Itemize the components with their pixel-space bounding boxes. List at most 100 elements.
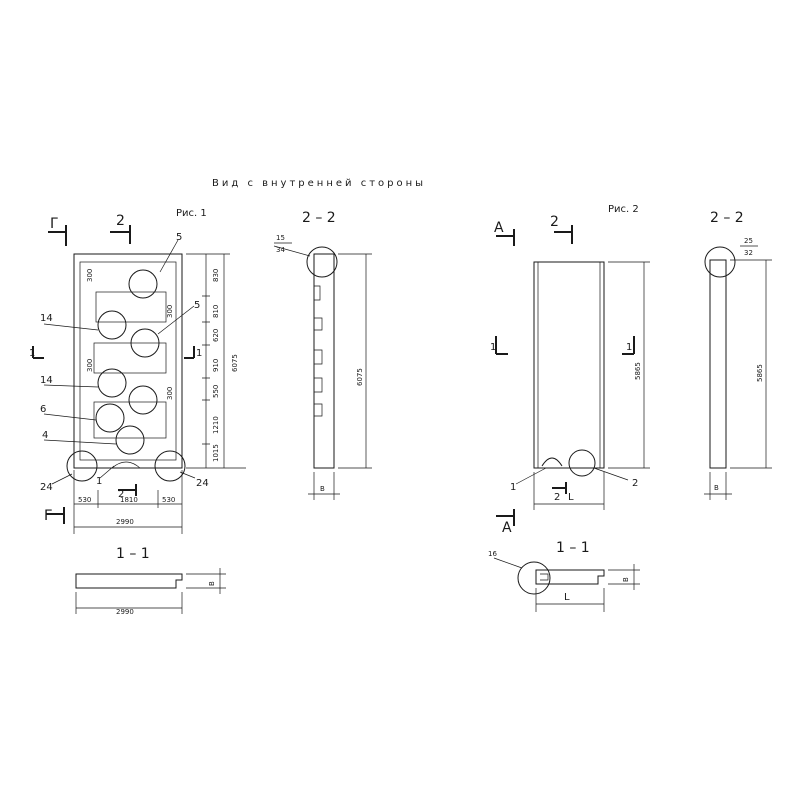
fig1-elevation: Рис. 1 Г 2 1 1 [29, 208, 246, 534]
fig1-panel-outline [73, 253, 183, 469]
fig2-section-11-dim-b: B [622, 577, 630, 582]
fig2-section-11-notch [540, 573, 549, 581]
fig2-section-11-callout-circle [517, 561, 551, 595]
fig1-section-22-body [313, 253, 335, 469]
fig2-leader-2 [593, 467, 629, 481]
fig1-circle-5 [128, 385, 158, 415]
fig1-dim-bottom-lines [73, 470, 183, 534]
fig1-cut-mark-1-right: 1 [184, 346, 202, 359]
fig2-label: Рис. 2 [608, 204, 639, 215]
fig1-dim-total-height: 6075 [231, 354, 239, 372]
fig1-dim-right-2: 810 [212, 305, 220, 318]
fig2-section-22-dim-b: B [714, 484, 719, 492]
fig1-cut-2-top-label: 2 [116, 213, 125, 229]
fig2-section-22: 2 – 2 25 32 5865 B [704, 210, 772, 500]
fig1-label: Рис. 1 [176, 208, 207, 219]
fig2-cut-mark-a-top: А [494, 220, 515, 246]
fig1-panel-inner [79, 261, 177, 461]
fig2-dim-bottom-lines [533, 472, 605, 510]
fig1-circle-7 [115, 425, 145, 455]
fig1-callout-4: 4 [42, 430, 48, 441]
fig2-section-22-title: 2 – 2 [710, 210, 744, 226]
fig2-cut-mark-a-bottom: А [496, 509, 515, 536]
fig2-section-11: 1 – 1 16 L B [488, 540, 640, 612]
fig1-dim-bottom-1: 530 [78, 496, 91, 504]
fig1-callout-24a: 24 [40, 482, 53, 493]
fig1-callout-1: 1 [96, 476, 102, 487]
fig1-circle-3 [130, 328, 160, 358]
fig2-callout-2: 2 [632, 478, 638, 489]
fig1-dim-small-4: 300 [166, 387, 174, 400]
fig1-dim-right-4: 910 [212, 359, 220, 372]
fig1-dim-bottom-3: 530 [162, 496, 175, 504]
fig1-leader-24b [179, 471, 196, 479]
fig1-section-11-dim-b-lines [186, 568, 226, 594]
fig1-callout-14a: 14 [40, 313, 53, 324]
fig1-leader-6 [43, 413, 97, 421]
fig1-dim-small-3: 300 [86, 359, 94, 372]
fig1-cut-mark-g-top: Г [48, 216, 67, 246]
fig1-circle-4 [97, 368, 127, 398]
fig2-cut-1-right-label: 1 [626, 342, 632, 353]
fig1-leader-1 [99, 465, 115, 479]
fig1-dim-right-7: 1015 [212, 444, 220, 462]
fig1-section-22-leader [273, 245, 311, 257]
fig2-section-11-leader [493, 557, 523, 569]
fig1-section-22-dim-lines [338, 253, 372, 469]
fig2-panel-inner-lines [537, 262, 601, 468]
fig1-dim-right-1: 830 [212, 269, 220, 282]
fig1-cut-1-right-label: 1 [196, 348, 202, 359]
fig1-section-11-dim-lines [75, 592, 183, 614]
fig1-opening-2 [93, 342, 167, 374]
fig2-section-11-title: 1 – 1 [556, 540, 590, 556]
fig2-dim-height: 5865 [634, 362, 642, 380]
fig1-cut-g-bottom-label: Г [44, 508, 53, 524]
fig2-panel-outline [533, 261, 605, 469]
fig1-callout-6: 6 [40, 404, 46, 415]
fig1-section-11-body [75, 573, 183, 589]
fig1-section-11-title: 1 – 1 [116, 546, 150, 562]
fig1-callout-34: 34 [276, 246, 285, 254]
fig1-cut-1-left-label: 1 [29, 348, 35, 359]
fig1-section-11-dim-b: B [208, 581, 216, 586]
fig1-opening-1 [95, 291, 167, 323]
fig2-cut-mark-1-left: 1 [490, 336, 508, 355]
fig1-section-22-callout-circle [306, 246, 338, 278]
fig1-section-22-dim-height: 6075 [356, 368, 364, 386]
fig2-cut-mark-1-right: 1 [622, 336, 635, 355]
fig2-callout-16: 16 [488, 550, 497, 558]
fig1-cut-mark-2-top: 2 [110, 213, 131, 244]
fig1-dim-small-2: 300 [166, 305, 174, 318]
fig2-section-11-dim-lines [535, 588, 605, 612]
fig2-section-22-dim-height: 5865 [756, 364, 764, 382]
fig1-leader-14a [43, 323, 99, 331]
fig1-leader-24a [51, 473, 73, 485]
fig2-elevation: Рис. 2 А 2 1 1 1 2 2 5865 L [490, 204, 650, 536]
fig1-dim-right-6: 1210 [212, 416, 220, 434]
fig2-cut-2-top-label: 2 [550, 214, 559, 230]
fig2-callout-1: 1 [510, 482, 516, 493]
fig2-section-22-dim-b-lines [704, 472, 732, 500]
fig1-cut-mark-2-bottom [118, 484, 137, 496]
fig1-bottom-arc [111, 461, 141, 469]
fig1-callout-5a: 5 [176, 232, 182, 243]
fig1-callout-5b: 5 [194, 300, 200, 311]
fig1-corner-circle-left [66, 450, 98, 482]
fig1-callout-24b: 24 [196, 478, 209, 489]
fig1-dim-right-3: 620 [212, 329, 220, 342]
fig2-corner-circle-right [568, 449, 596, 477]
fig2-cut-a-top-label: А [494, 220, 504, 236]
fig1-dim-bottom-2: 1810 [120, 496, 138, 504]
fig1-circle-1 [128, 269, 158, 299]
fig1-section-11: 1 – 1 2990 B [75, 546, 226, 616]
fig1-section-22: 2 – 2 15 34 6075 B [273, 210, 372, 500]
fig1-dim-width: 2990 [116, 518, 134, 526]
fig2-cut-mark-2-bottom [552, 482, 567, 494]
fig2-callout-25: 25 [744, 237, 753, 245]
fig1-section-22-title: 2 – 2 [302, 210, 336, 226]
fig2-cut-a-bottom-label: А [502, 520, 512, 536]
fig1-callout-14b: 14 [40, 375, 53, 386]
fig1-leader-14b [43, 384, 99, 388]
fig2-leader-1 [515, 467, 547, 485]
